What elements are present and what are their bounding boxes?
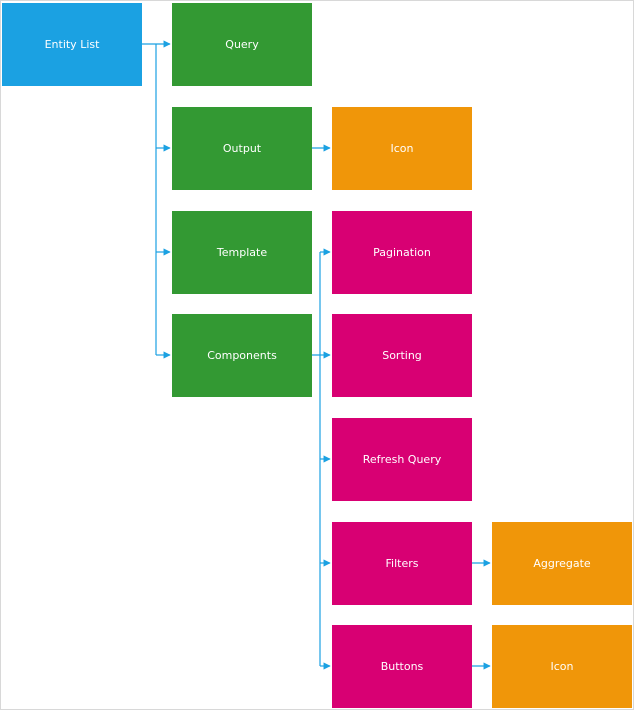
node-label: Template <box>216 246 268 259</box>
node-label: Sorting <box>382 349 422 362</box>
node-query[interactable]: Query <box>172 3 312 86</box>
node-sorting[interactable]: Sorting <box>332 314 472 397</box>
node-label: Entity List <box>44 38 100 51</box>
node-template[interactable]: Template <box>172 211 312 294</box>
connector-components-spine <box>312 252 321 666</box>
node-components[interactable]: Components <box>172 314 312 397</box>
node-label: Output <box>222 142 262 155</box>
node-label: Refresh Query <box>362 453 442 466</box>
node-aggregate[interactable]: Aggregate <box>492 522 632 605</box>
node-label: Filters <box>385 557 419 570</box>
node-label: Icon <box>390 142 414 155</box>
node-output[interactable]: Output <box>172 107 312 190</box>
node-label: Components <box>207 349 277 362</box>
node-buttons-icon[interactable]: Icon <box>492 625 632 708</box>
node-label: Aggregate <box>533 557 591 570</box>
node-label: Buttons <box>380 660 424 673</box>
node-label: Pagination <box>373 246 431 259</box>
node-entity-list[interactable]: Entity List <box>2 3 142 86</box>
node-label: Query <box>225 38 259 51</box>
node-buttons[interactable]: Buttons <box>332 625 472 708</box>
node-filters[interactable]: Filters <box>332 522 472 605</box>
node-label: Icon <box>550 660 574 673</box>
node-output-icon[interactable]: Icon <box>332 107 472 190</box>
node-refresh-query[interactable]: Refresh Query <box>332 418 472 501</box>
node-pagination[interactable]: Pagination <box>332 211 472 294</box>
